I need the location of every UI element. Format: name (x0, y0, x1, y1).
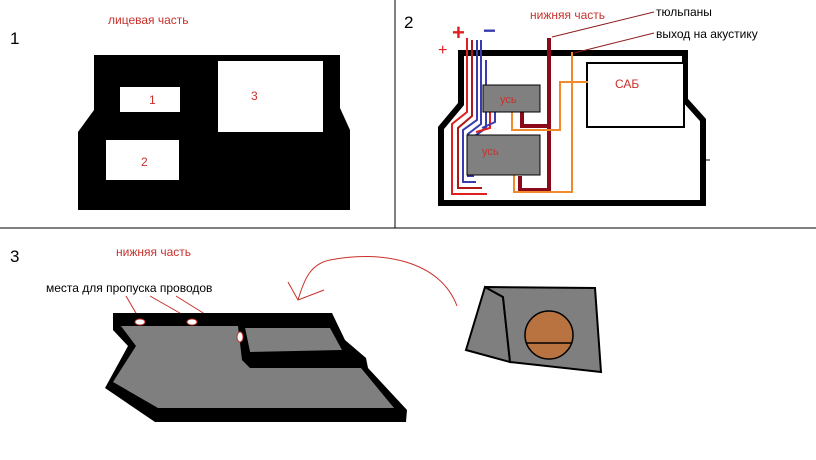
rca-pointer-line (551, 11, 655, 38)
sub-box (586, 62, 685, 128)
panel-1-caption: лицевая часть (108, 13, 189, 27)
rca-wire-dark-red-1 (518, 38, 551, 192)
panel-3-bottom-part-label: нижняя часть (116, 245, 191, 259)
speaker-out-label: выход на акустику (656, 27, 758, 41)
panel-3: 3 нижняя часть места для пропуска провод… (10, 245, 603, 422)
panel-2: 2 САБ усь усь + − + нижняя часть тю (404, 5, 758, 206)
front-box-3-label: 3 (251, 89, 258, 103)
front-box-2 (106, 140, 179, 180)
wire-holes-label: места для пропуска проводов (46, 281, 212, 295)
panel-1: 1 лицевая часть 1 2 3 (10, 13, 350, 210)
sub-label: САБ (615, 77, 639, 91)
panel-1-number: 1 (10, 29, 19, 48)
power-wire-outer-red (451, 38, 487, 195)
amp-bottom (466, 134, 541, 176)
plus-big: + (452, 20, 465, 45)
bottom-part-label: нижняя часть (530, 8, 605, 22)
speaker-out-pointer-line (573, 32, 655, 54)
rca-label: тюльпаны (656, 5, 712, 19)
minus-sign: − (483, 18, 496, 43)
bottom-panel-top (113, 326, 394, 408)
speaker-wire-orange-2 (511, 81, 588, 131)
wire-hole-1 (134, 318, 146, 326)
power-wire-blue-2 (467, 40, 482, 177)
amp-top (482, 84, 541, 113)
front-box-1-label: 1 (149, 93, 156, 107)
front-box-3 (218, 61, 323, 132)
amp-top-label: усь (500, 94, 517, 106)
front-box-2-label: 2 (141, 155, 148, 169)
curved-arrow-head (287, 281, 325, 301)
wire-hole-3 (236, 331, 244, 343)
curved-arrow (297, 255, 458, 307)
power-wire-to-top-amp-blue (481, 108, 496, 129)
amp-bottom-label: усь (482, 146, 499, 158)
wire-hole-2 (186, 318, 198, 326)
power-wire-blue-1 (462, 40, 478, 183)
speaker-cone (524, 310, 574, 360)
power-wire-red-dark (457, 40, 482, 189)
panel-3-number: 3 (10, 247, 19, 266)
bottom-panel-raised (245, 328, 342, 352)
front-box-1 (120, 87, 180, 112)
panel-2-number: 2 (404, 13, 413, 32)
plus-small: + (438, 42, 447, 59)
rca-wire-dark-red-2 (520, 110, 549, 128)
speaker-wire-orange-1 (513, 52, 573, 193)
